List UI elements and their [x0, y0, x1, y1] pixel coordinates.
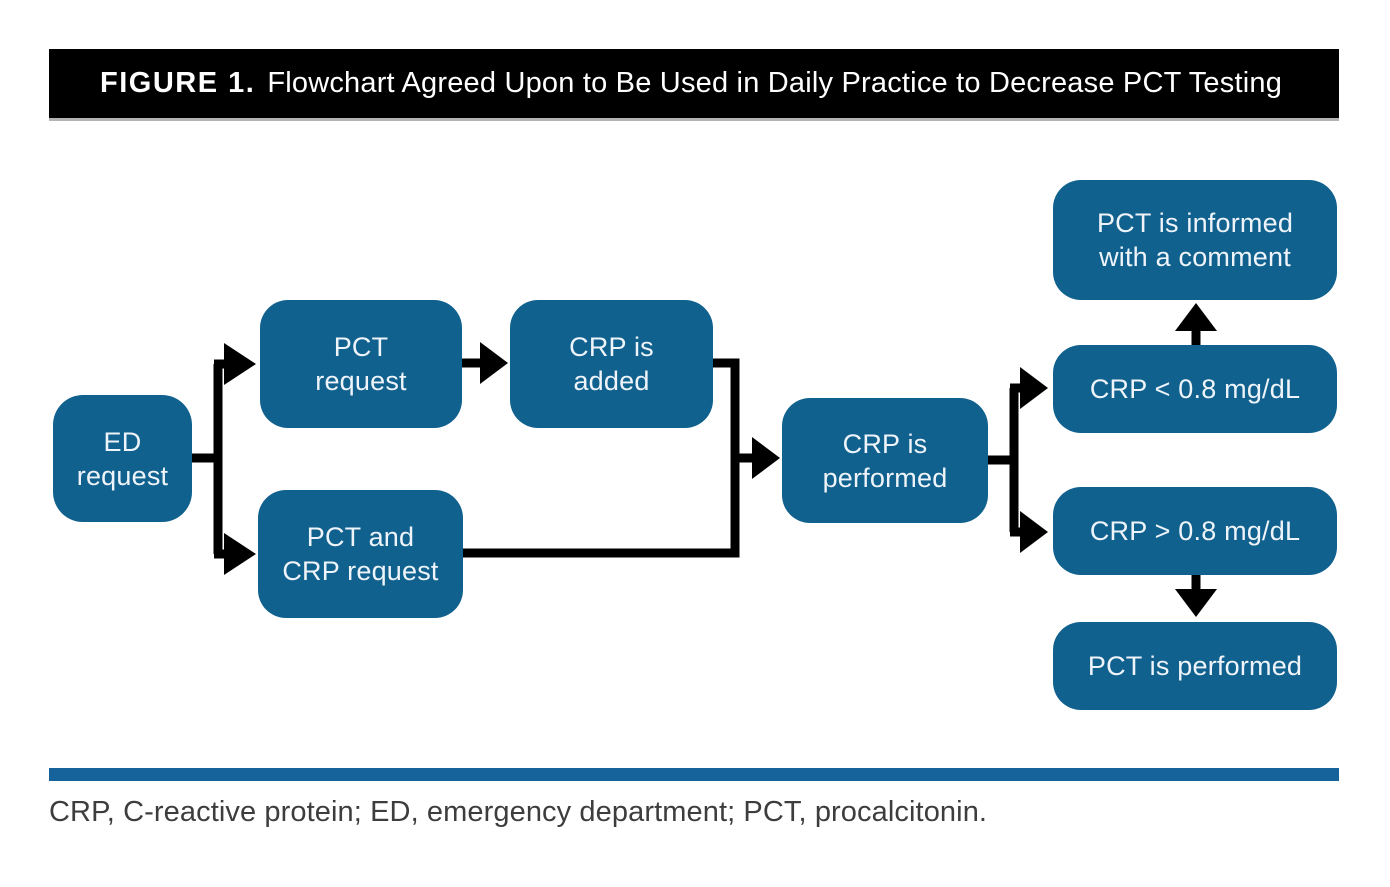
flow-node-crp-below-threshold: CRP < 0.8 mg/dL	[1053, 345, 1337, 433]
figure-number-label: FIGURE 1.	[100, 67, 256, 99]
flow-node-pct-request: PCT request	[260, 300, 462, 428]
node-text-line: PCT is performed	[1087, 651, 1303, 681]
arrowhead-to-pct-crp-request	[224, 533, 256, 575]
node-text-line: added	[573, 366, 650, 396]
node-text-line: request	[76, 460, 169, 491]
node-text-line: CRP > 0.8 mg/dL	[1089, 516, 1301, 546]
node-text-line: CRP < 0.8 mg/dL	[1089, 374, 1301, 404]
connector-ed-to-branches	[192, 343, 256, 575]
arrowhead-up-to-pct-informed	[1175, 303, 1217, 331]
node-text-line: PCT	[333, 332, 389, 362]
arrowhead-down-to-pct-performed	[1175, 589, 1217, 617]
connector-crp-performed-to-results	[988, 367, 1048, 553]
connector-crp-above-to-pct-performed	[1175, 575, 1217, 617]
node-text-line: CRP is	[842, 428, 928, 459]
figure-header-banner: FIGURE 1. Flowchart Agreed Upon to Be Us…	[49, 49, 1339, 121]
arrowhead-to-crp-above	[1020, 511, 1048, 553]
footer-divider-bar	[49, 768, 1339, 781]
node-text-line: PCT is informed	[1096, 208, 1294, 238]
arrowhead-to-crp-added	[480, 342, 508, 384]
flow-node-crp-performed: CRP is performed	[782, 398, 988, 523]
flow-node-ed-request: ED request	[53, 395, 192, 522]
flow-node-crp-added: CRP is added	[510, 300, 713, 428]
connector-pct-request-to-crp-added	[462, 342, 508, 384]
node-text-line: CRP request	[282, 556, 439, 586]
node-text-line: CRP is	[569, 332, 654, 362]
node-text-line: request	[315, 366, 407, 396]
flow-node-pct-performed: PCT is performed	[1053, 622, 1337, 710]
flow-node-pct-and-crp-request: PCT and CRP request	[258, 490, 463, 618]
connector-crp-below-to-pct-informed	[1175, 303, 1217, 345]
figure-title: Flowchart Agreed Upon to Be Used in Dail…	[267, 67, 1283, 99]
arrowhead-to-pct-request	[224, 343, 256, 385]
node-text-line: performed	[822, 462, 948, 493]
flow-node-crp-above-threshold: CRP > 0.8 mg/dL	[1053, 487, 1337, 575]
flow-node-pct-informed-with-comment: PCT is informed with a comment	[1053, 180, 1337, 300]
abbreviation-footnote: CRP, C-reactive protein; ED, emergency d…	[49, 796, 988, 828]
arrowhead-to-crp-performed	[752, 437, 780, 479]
node-text-line: with a comment	[1099, 242, 1291, 272]
node-text-line: ED	[103, 426, 142, 457]
arrowhead-to-crp-below	[1020, 367, 1048, 409]
node-text-line: PCT and	[306, 522, 415, 552]
